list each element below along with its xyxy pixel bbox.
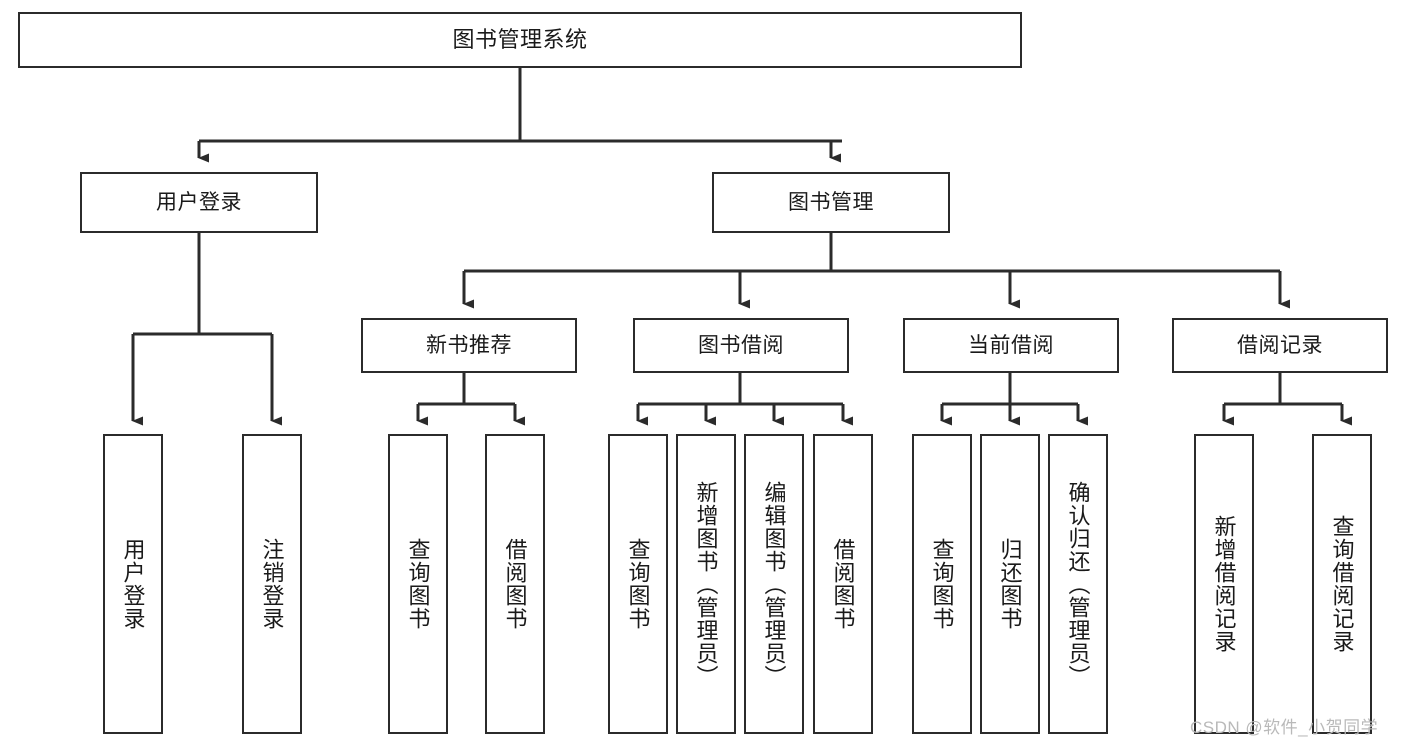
node-label: 确认归还（管理员）: [1065, 480, 1091, 688]
node-label: 新增借阅记录: [1211, 515, 1237, 653]
node-new-book-recommend[interactable]: 新书推荐: [361, 318, 577, 373]
watermark-text: CSDN @软件_小贺同学: [1190, 718, 1379, 737]
node-label: 用户登录: [156, 190, 242, 214]
node-label: 借阅记录: [1237, 333, 1323, 357]
node-label: 当前借阅: [968, 333, 1054, 357]
node-label: 查询图书: [929, 538, 955, 630]
leaf-records-query-record[interactable]: 查询借阅记录: [1312, 434, 1372, 734]
node-label: 归还图书: [997, 538, 1023, 630]
node-borrow-records[interactable]: 借阅记录: [1172, 318, 1388, 373]
leaf-new-books-borrow[interactable]: 借阅图书: [485, 434, 545, 734]
node-label: 查询图书: [405, 538, 431, 630]
node-book-management[interactable]: 图书管理: [712, 172, 950, 233]
leaf-borrow-query-book[interactable]: 查询图书: [608, 434, 668, 734]
leaf-user-login-logout[interactable]: 注销登录: [242, 434, 302, 734]
node-root-system[interactable]: 图书管理系统: [18, 12, 1022, 68]
node-label: 查询图书: [625, 538, 651, 630]
leaf-new-books-query[interactable]: 查询图书: [388, 434, 448, 734]
node-label: 借阅图书: [502, 538, 528, 630]
node-label: 注销登录: [259, 538, 285, 630]
node-label: 编辑图书（管理员）: [761, 480, 787, 688]
leaf-borrow-edit-book-admin[interactable]: 编辑图书（管理员）: [744, 434, 804, 734]
node-current-borrow[interactable]: 当前借阅: [903, 318, 1119, 373]
node-label: 借阅图书: [830, 538, 856, 630]
node-label: 图书借阅: [698, 333, 784, 357]
leaf-borrow-add-book-admin[interactable]: 新增图书（管理员）: [676, 434, 736, 734]
leaf-current-query-book[interactable]: 查询图书: [912, 434, 972, 734]
leaf-records-add-record[interactable]: 新增借阅记录: [1194, 434, 1254, 734]
node-label: 查询借阅记录: [1329, 515, 1355, 653]
node-label: 图书管理系统: [452, 26, 588, 52]
node-label: 新书推荐: [426, 333, 512, 357]
leaf-current-return-book[interactable]: 归还图书: [980, 434, 1040, 734]
leaf-borrow-borrow-book[interactable]: 借阅图书: [813, 434, 873, 734]
node-book-borrow[interactable]: 图书借阅: [633, 318, 849, 373]
leaf-user-login-login[interactable]: 用户登录: [103, 434, 163, 734]
node-label: 图书管理: [788, 190, 874, 214]
node-label: 新增图书（管理员）: [693, 480, 719, 688]
node-label: 用户登录: [120, 538, 146, 630]
leaf-current-confirm-return-admin[interactable]: 确认归还（管理员）: [1048, 434, 1108, 734]
node-user-login[interactable]: 用户登录: [80, 172, 318, 233]
